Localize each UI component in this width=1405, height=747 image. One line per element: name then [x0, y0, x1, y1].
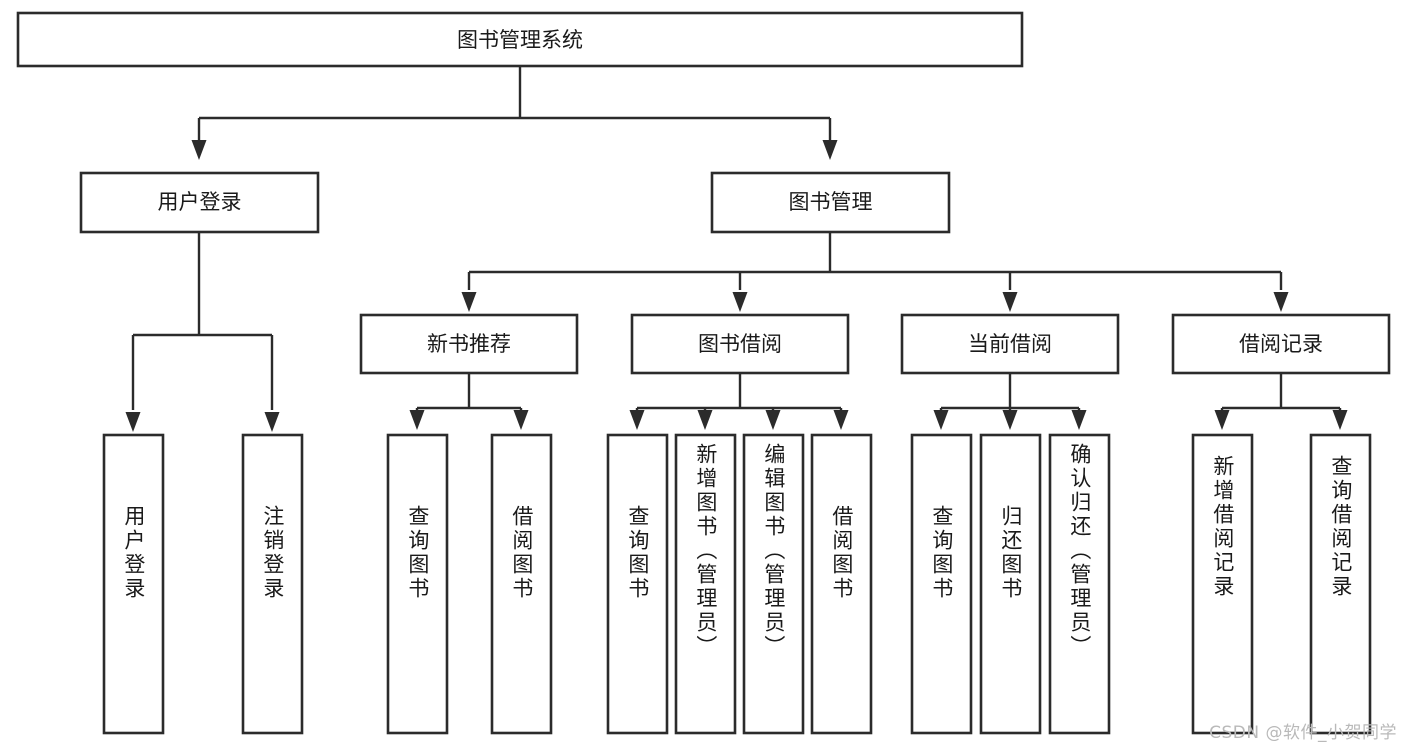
arrow-to-leaf-confirm-return — [1071, 410, 1087, 430]
connector-group-root-to-level2 — [191, 66, 838, 160]
arrow-to-leaf-return-book — [1002, 410, 1018, 430]
arrow-to-leaf-borrow-book-b — [833, 410, 849, 430]
leaf-box-query-book-b[interactable] — [606, 433, 669, 735]
node-current-borrow-label: 当前借阅 — [968, 332, 1052, 356]
arrow-to-leaf-user-login — [125, 412, 141, 432]
node-root-box[interactable] — [16, 11, 1024, 68]
leaf-box-edit-book[interactable] — [742, 433, 805, 735]
arrow-to-leaf-logout — [264, 412, 280, 432]
leaf-box-borrow-book-a[interactable] — [490, 433, 553, 735]
arrow-to-book-borrow — [732, 292, 748, 312]
arrow-to-borrow-record — [1273, 292, 1289, 312]
leaf-box-logout[interactable] — [241, 433, 304, 735]
leaf-box-user-login[interactable] — [102, 433, 165, 735]
connector-group-current-borrow-to-leaves — [933, 374, 1087, 430]
node-borrow-record-label: 借阅记录 — [1239, 332, 1323, 356]
arrow-to-leaf-query-record — [1332, 410, 1348, 430]
node-root-label: 图书管理系统 — [457, 28, 583, 52]
leaf-box-add-record[interactable] — [1191, 433, 1254, 735]
node-new-book-recommend-box[interactable] — [359, 313, 579, 375]
node-book-borrow-box[interactable] — [630, 313, 850, 375]
node-book-borrow-label: 图书借阅 — [698, 332, 782, 356]
leaf-box-confirm-return[interactable] — [1048, 433, 1111, 735]
leaf-box-return-book[interactable] — [979, 433, 1042, 735]
arrow-to-leaf-query-book-a — [409, 410, 425, 430]
node-user-login-label: 用户登录 — [158, 190, 242, 214]
arrow-to-leaf-query-book-c — [933, 410, 949, 430]
connector-group-book-borrow-to-leaves — [629, 374, 849, 430]
leaf-box-add-book[interactable] — [674, 433, 737, 735]
connector-group-book-manage-to-level3 — [461, 232, 1289, 312]
arrow-to-new-book-recommend — [461, 292, 477, 312]
arrow-to-current-borrow — [1002, 292, 1018, 312]
node-new-book-recommend-label: 新书推荐 — [427, 332, 511, 356]
arrow-to-leaf-add-record — [1214, 410, 1230, 430]
arrow-to-leaf-query-book-b — [629, 410, 645, 430]
node-user-login-box[interactable] — [79, 171, 320, 234]
connector-group-user-login-to-leaves — [125, 232, 280, 432]
arrow-to-leaf-borrow-book-a — [513, 410, 529, 430]
leaf-box-borrow-book-b[interactable] — [810, 433, 873, 735]
arrow-to-leaf-add-book — [697, 410, 713, 430]
connector-group-borrow-record-to-leaves — [1214, 374, 1348, 430]
node-borrow-record-box[interactable] — [1171, 313, 1391, 375]
connector-group-new-book-recommend-to-leaves — [409, 374, 529, 430]
node-book-manage-box[interactable] — [710, 171, 951, 234]
arrow-to-book-manage — [822, 140, 838, 160]
node-book-manage-label: 图书管理 — [789, 190, 873, 214]
node-current-borrow-box[interactable] — [900, 313, 1120, 375]
leaf-box-query-book-c[interactable] — [910, 433, 973, 735]
arrow-to-user-login — [191, 140, 207, 160]
leaf-box-query-book-a[interactable] — [386, 433, 449, 735]
arrow-to-leaf-edit-book — [765, 410, 781, 430]
leaf-box-query-record[interactable] — [1309, 433, 1372, 735]
